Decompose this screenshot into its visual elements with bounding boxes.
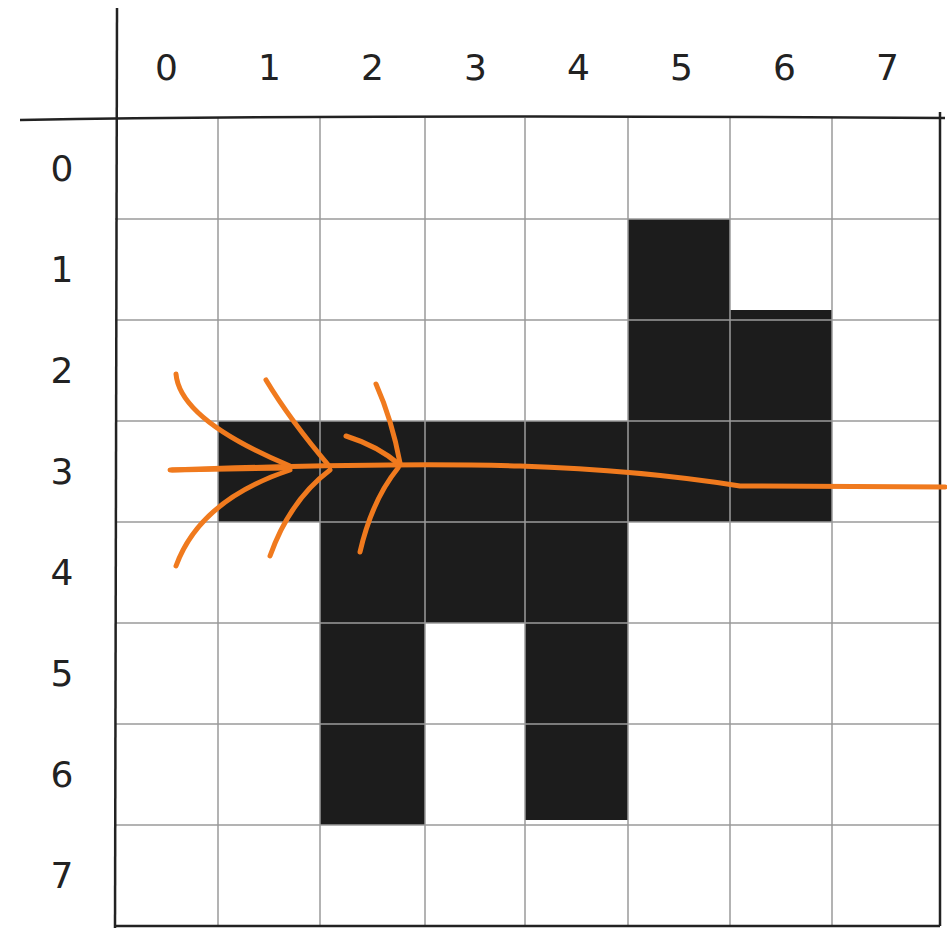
row-number: 7 bbox=[51, 858, 74, 894]
column-number: 5 bbox=[670, 50, 693, 86]
grid-border bbox=[20, 8, 945, 928]
arrow-fletching bbox=[270, 470, 330, 556]
row-number: 1 bbox=[51, 252, 74, 288]
column-number: 0 bbox=[155, 50, 178, 86]
grid-lines bbox=[115, 118, 940, 926]
column-number: 7 bbox=[876, 50, 899, 86]
column-number: 6 bbox=[773, 50, 796, 86]
arrow-fletching bbox=[346, 436, 400, 465]
filled-cell bbox=[730, 310, 832, 421]
axis-line bbox=[115, 8, 117, 928]
column-number: 4 bbox=[567, 50, 590, 86]
filled-cell bbox=[628, 219, 730, 320]
orange-arrow bbox=[170, 374, 945, 566]
row-number: 6 bbox=[51, 757, 74, 793]
arrow-fletching bbox=[266, 380, 330, 467]
row-number: 4 bbox=[51, 555, 74, 591]
column-number: 2 bbox=[361, 50, 384, 86]
border-line bbox=[115, 925, 940, 928]
row-number: 2 bbox=[51, 353, 74, 389]
column-number: 3 bbox=[464, 50, 487, 86]
axis-line bbox=[20, 116, 945, 120]
border-line bbox=[939, 112, 942, 926]
arrow-fletching bbox=[360, 468, 398, 552]
arrow-fletching bbox=[172, 468, 290, 470]
row-number: 0 bbox=[51, 151, 74, 187]
filled-cell bbox=[525, 623, 628, 820]
filled-cell bbox=[628, 320, 730, 421]
arrow-shaft bbox=[170, 465, 945, 487]
row-number: 5 bbox=[51, 656, 74, 692]
row-number: 3 bbox=[51, 454, 74, 490]
column-number: 1 bbox=[258, 50, 281, 86]
